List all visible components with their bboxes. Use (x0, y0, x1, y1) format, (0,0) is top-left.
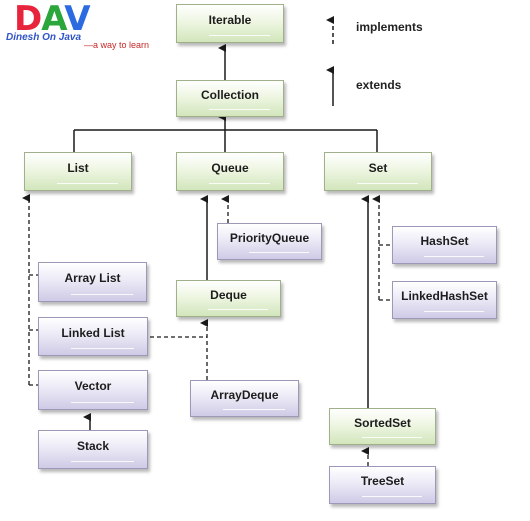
legend-extends-label: extends (356, 78, 402, 92)
node-stack-label: Stack (76, 438, 110, 453)
node-vector-label: Vector (74, 379, 112, 393)
logo-subtitle: Dinesh On Java (6, 32, 82, 43)
node-sortedset-label: SortedSet (354, 415, 411, 430)
node-linkedlist-label: Linked List (61, 325, 125, 340)
node-linkedhashset[interactable]: LinkedHashSet (392, 281, 497, 319)
node-list[interactable]: List (24, 152, 132, 191)
logo-letter-a: A (41, 0, 65, 39)
node-hashset[interactable]: HashSet (392, 226, 497, 264)
edge-group-set-implementations (372, 195, 392, 301)
edge-group-collection-children (73, 113, 378, 152)
node-arraydeque-label: ArrayDeque (210, 387, 279, 402)
node-linkedlist[interactable]: Linked List (38, 317, 148, 356)
node-arraylist[interactable]: Array List (38, 262, 147, 302)
node-deque-label: Deque (210, 287, 247, 302)
node-queue[interactable]: Queue (176, 152, 284, 191)
node-arraylist-label: Array List (64, 271, 121, 285)
legend-implements-label: implements (356, 20, 423, 34)
node-iterable-label: Iterable (208, 12, 252, 27)
node-linkedhashset-label: LinkedHashSet (401, 289, 488, 303)
node-deque[interactable]: Deque (176, 280, 281, 317)
logo-letter-d: D (14, 0, 42, 39)
logo-letters: DAV (14, 2, 91, 36)
dav-logo: DAV Dinesh On Java —a way to learn (2, 2, 162, 50)
node-treeset[interactable]: TreeSet (329, 466, 436, 504)
node-vector[interactable]: Vector (38, 370, 148, 410)
node-arraydeque[interactable]: ArrayDeque (190, 380, 299, 417)
node-set[interactable]: Set (324, 152, 432, 191)
node-hashset-label: HashSet (420, 234, 469, 248)
logo-letter-v: V (64, 0, 90, 39)
edge-group-deque-implementations (150, 319, 208, 380)
logo-tagline: —a way to learn (84, 40, 150, 50)
node-collection-label: Collection (200, 87, 259, 102)
node-set-label: Set (368, 160, 388, 175)
node-collection[interactable]: Collection (176, 80, 284, 117)
node-list-label: List (67, 160, 89, 175)
edge-group-list-implementations (22, 194, 38, 386)
node-queue-label: Queue (211, 160, 249, 175)
node-treeset-label: TreeSet (360, 474, 405, 488)
node-sortedset[interactable]: SortedSet (329, 408, 436, 445)
node-priorityqueue[interactable]: PriorityQueue (217, 223, 322, 260)
node-iterable[interactable]: Iterable (176, 4, 284, 43)
node-stack[interactable]: Stack (38, 430, 148, 469)
node-priorityqueue-label: PriorityQueue (229, 230, 310, 245)
